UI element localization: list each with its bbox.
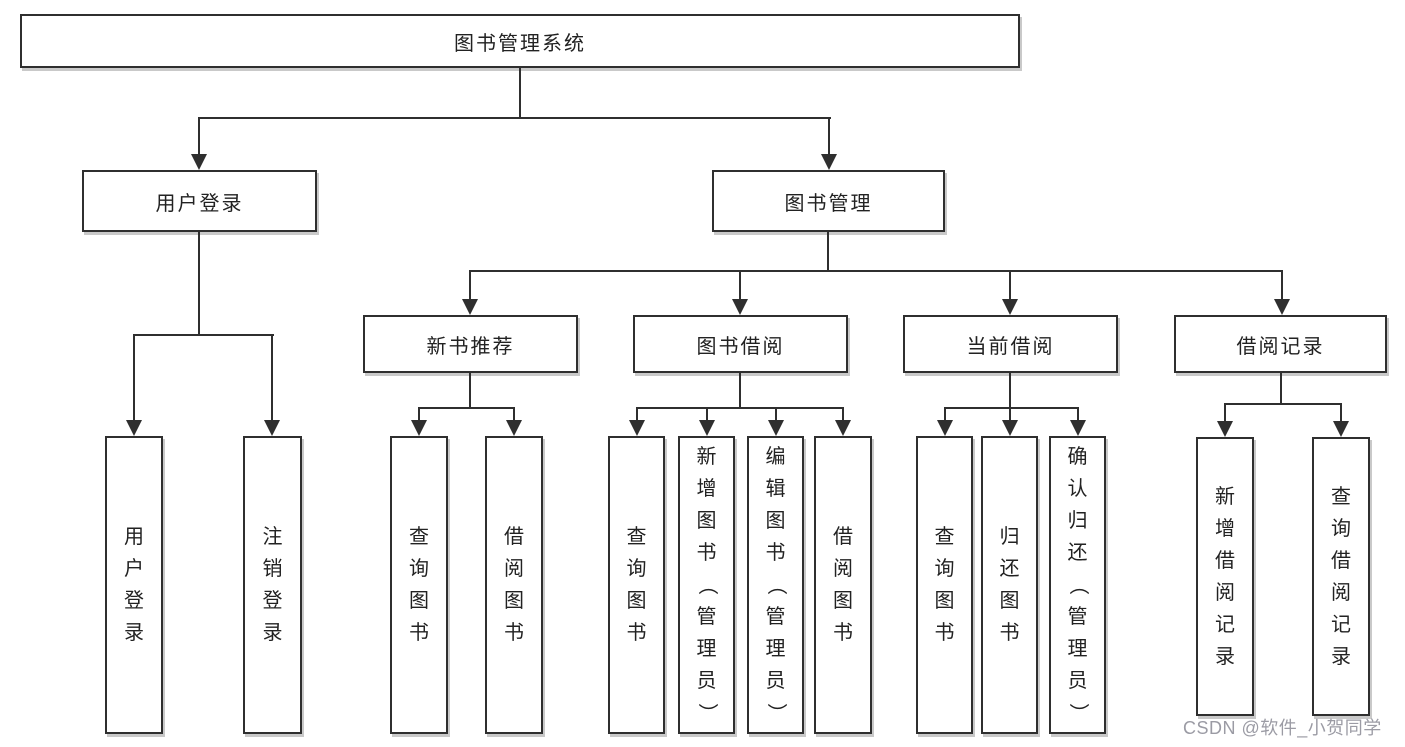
connector-line <box>739 270 741 300</box>
connector-line <box>842 407 844 421</box>
connector-line <box>271 334 273 421</box>
leaf-logout: 注销登录 <box>243 436 302 734</box>
node-borrow-records-label: 借阅记录 <box>1236 335 1325 358</box>
arrow-down-icon <box>1070 420 1086 436</box>
connector-line <box>198 117 200 155</box>
connector-line <box>1009 407 1011 421</box>
leaf-edit-book-admin: 编辑图书（管理员） <box>747 436 804 734</box>
leaf-borrow-book: 借阅图书 <box>814 436 872 734</box>
connector-line <box>706 407 708 421</box>
leaf-query-book-recommend: 查询图书 <box>390 436 448 734</box>
leaf-query-book-borrowing-label: 查询图书 <box>626 526 647 644</box>
node-book-management: 图书管理 <box>712 170 945 232</box>
leaf-user-login-label: 用户登录 <box>124 526 144 644</box>
arrow-down-icon <box>629 420 645 436</box>
node-new-book-recommend: 新书推荐 <box>363 315 578 373</box>
connector-line <box>418 407 515 409</box>
arrow-down-icon <box>1002 420 1018 436</box>
arrow-down-icon <box>835 420 851 436</box>
connector-line <box>513 407 515 421</box>
arrow-down-icon <box>699 420 715 436</box>
arrow-down-icon <box>506 420 522 436</box>
leaf-borrow-book-recommend-label: 借阅图书 <box>504 526 524 644</box>
node-current-borrowing-label: 当前借阅 <box>966 335 1055 358</box>
leaf-confirm-return-admin: 确认归还（管理员） <box>1049 436 1106 734</box>
leaf-add-borrow-record: 新增借阅记录 <box>1196 437 1254 716</box>
leaf-borrow-book-recommend: 借阅图书 <box>485 436 543 734</box>
leaf-confirm-return-admin-label: 确认归还（管理员） <box>1066 446 1089 723</box>
connector-line <box>133 334 135 421</box>
node-book-management-label: 图书管理 <box>784 192 873 215</box>
arrow-down-icon <box>732 299 748 315</box>
arrow-down-icon <box>411 420 427 436</box>
node-current-borrowing: 当前借阅 <box>903 315 1118 373</box>
connector-line <box>198 117 831 119</box>
connector-line <box>1009 270 1011 300</box>
connector-line <box>1224 403 1226 422</box>
connector-line <box>827 232 829 270</box>
connector-line <box>1009 373 1011 408</box>
connector-line <box>636 407 638 421</box>
arrow-down-icon <box>1274 299 1290 315</box>
arrow-down-icon <box>821 154 837 170</box>
leaf-add-book-admin-label: 新增图书（管理员） <box>695 446 718 723</box>
leaf-query-book-current: 查询图书 <box>916 436 973 734</box>
leaf-query-book-borrowing: 查询图书 <box>608 436 665 734</box>
leaf-return-book: 归还图书 <box>981 436 1038 734</box>
node-borrow-records: 借阅记录 <box>1174 315 1387 373</box>
node-user-login: 用户登录 <box>82 170 317 232</box>
arrow-down-icon <box>191 154 207 170</box>
node-system-root-label: 图书管理系统 <box>454 32 586 55</box>
leaf-return-book-label: 归还图书 <box>999 526 1020 644</box>
leaf-query-book-current-label: 查询图书 <box>934 526 955 644</box>
leaf-query-borrow-record: 查询借阅记录 <box>1312 437 1370 716</box>
connector-line <box>775 407 777 421</box>
arrow-down-icon <box>1002 299 1018 315</box>
connector-line <box>1280 373 1282 404</box>
connector-line <box>1281 270 1283 300</box>
connector-line <box>944 407 1079 409</box>
leaf-add-book-admin: 新增图书（管理员） <box>678 436 735 734</box>
connector-line <box>828 117 830 155</box>
leaf-borrow-book-label: 借阅图书 <box>833 526 853 644</box>
leaf-add-borrow-record-label: 新增借阅记录 <box>1215 485 1235 668</box>
leaf-query-borrow-record-label: 查询借阅记录 <box>1331 485 1351 668</box>
connector-line <box>519 68 521 118</box>
arrow-down-icon <box>462 299 478 315</box>
node-user-login-label: 用户登录 <box>155 192 244 215</box>
leaf-edit-book-admin-label: 编辑图书（管理员） <box>764 446 787 723</box>
connector-line <box>198 232 200 335</box>
leaf-query-book-recommend-label: 查询图书 <box>409 526 429 644</box>
connector-line <box>469 373 471 408</box>
connector-line <box>1077 407 1079 421</box>
arrow-down-icon <box>264 420 280 436</box>
connector-line <box>133 334 274 336</box>
node-book-borrowing-label: 图书借阅 <box>696 335 785 358</box>
connector-line <box>739 373 741 408</box>
arrow-down-icon <box>126 420 142 436</box>
arrow-down-icon <box>1217 421 1233 437</box>
node-system-root: 图书管理系统 <box>20 14 1020 68</box>
connector-line <box>418 407 420 421</box>
arrow-down-icon <box>768 420 784 436</box>
leaf-logout-label: 注销登录 <box>262 526 283 644</box>
connector-line <box>1340 403 1342 422</box>
node-book-borrowing: 图书借阅 <box>633 315 848 373</box>
connector-line <box>636 407 844 409</box>
connector-line <box>944 407 946 421</box>
connector-line <box>469 270 471 300</box>
arrow-down-icon <box>937 420 953 436</box>
node-new-book-recommend-label: 新书推荐 <box>426 335 515 358</box>
csdn-watermark: CSDN @软件_小贺同学 <box>1183 718 1382 738</box>
connector-line <box>469 270 1283 272</box>
arrow-down-icon <box>1333 421 1349 437</box>
leaf-user-login: 用户登录 <box>105 436 163 734</box>
connector-line <box>1224 403 1342 405</box>
